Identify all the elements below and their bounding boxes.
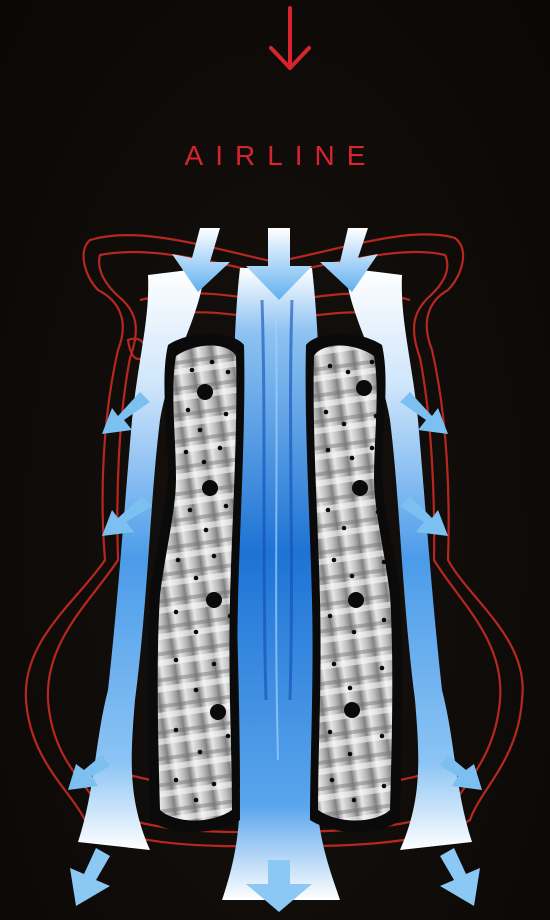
outflow-arrow-bottom-left-icon: [70, 848, 110, 906]
inflow-arrows: [172, 228, 378, 300]
outflow-arrow-bottom-right-icon: [440, 848, 480, 906]
